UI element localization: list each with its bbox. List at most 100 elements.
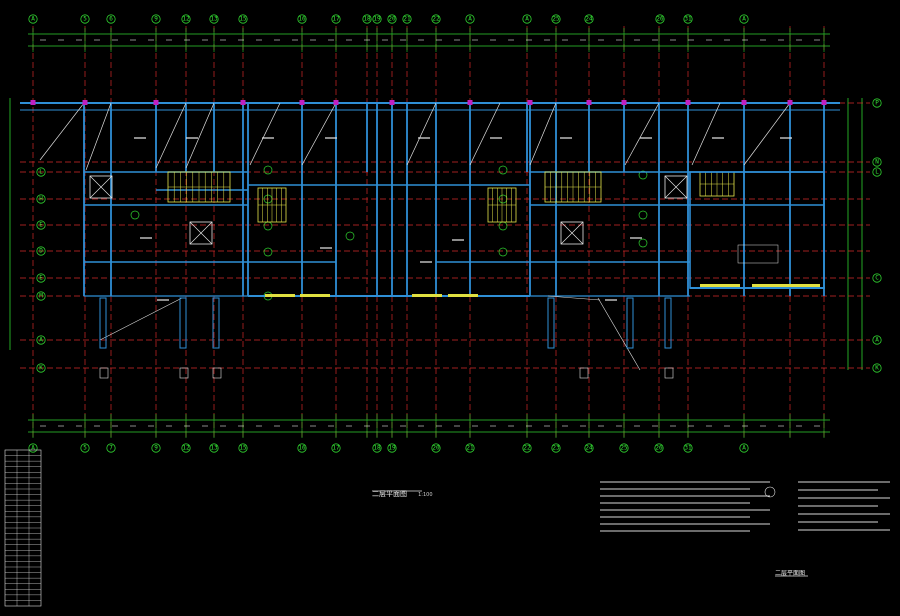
window xyxy=(265,294,295,297)
grid-bubble-left xyxy=(36,167,46,177)
grid-label-bottom: 21 xyxy=(466,445,474,452)
grid-bubble-top xyxy=(331,14,341,24)
grid-label-bottom: 26 xyxy=(655,445,663,452)
grid-label-bottom: 13 xyxy=(210,445,218,452)
grid-label-top: 17 xyxy=(332,16,340,23)
grid-bubble-bottom xyxy=(80,443,90,453)
column xyxy=(299,100,305,105)
grid-label-top: 20 xyxy=(388,16,396,23)
grid-label-bottom: 19 xyxy=(388,445,396,452)
column xyxy=(787,100,793,105)
grid-bubble-top xyxy=(683,14,693,24)
drain-symbol xyxy=(664,367,674,379)
right-unit-frame xyxy=(689,171,825,289)
grid-label-right: L xyxy=(875,169,879,176)
grid-bubble-left xyxy=(36,220,46,230)
grid-bubble-top xyxy=(209,14,219,24)
window xyxy=(790,284,820,287)
grid-bubble-bottom xyxy=(584,443,594,453)
column xyxy=(621,100,627,105)
grid-bubble-interior xyxy=(498,247,508,257)
grid-label-top: 22 xyxy=(432,16,440,23)
drain-symbol xyxy=(179,367,189,379)
grid-bubble-left xyxy=(36,273,46,283)
grid-bubble-interior xyxy=(130,210,140,220)
grid-label-right: A xyxy=(875,337,879,344)
elevator-right-top xyxy=(664,175,688,199)
bay-window-line xyxy=(691,102,721,166)
grid-label-top: 31 xyxy=(684,16,692,23)
grid-label-left: E xyxy=(39,275,43,282)
column xyxy=(153,100,159,105)
elevator-right-x2 xyxy=(560,221,584,245)
elevator-right-top-x2 xyxy=(664,175,688,199)
grid-bubble-bottom xyxy=(387,443,397,453)
grid-label-bottom: 23 xyxy=(552,445,560,452)
grid-bubble-left xyxy=(36,335,46,345)
grid-bubble-top xyxy=(465,14,475,24)
grid-bubble-interior xyxy=(498,221,508,231)
window xyxy=(412,294,442,297)
grid-label-top: 19 xyxy=(373,16,381,23)
elevator-left-top xyxy=(89,175,113,199)
grid-bubble-left xyxy=(36,291,46,301)
grid-bubble-bottom xyxy=(372,443,382,453)
elevator-right xyxy=(560,221,584,245)
window xyxy=(700,284,740,287)
elevator-left-x2 xyxy=(189,221,213,245)
grid-label-left: A xyxy=(39,337,43,344)
grid-bubble-interior xyxy=(638,170,648,180)
grid-bubble-right xyxy=(872,98,882,108)
column xyxy=(586,100,592,105)
balcony-post xyxy=(626,297,634,349)
grid-label-left: D xyxy=(39,248,43,255)
grid-label-left: M xyxy=(39,293,43,300)
grid-label-right: P xyxy=(875,100,879,107)
column xyxy=(741,100,747,105)
sheet-title: 二层平面图 xyxy=(775,570,806,577)
grid-bubble-top xyxy=(372,14,382,24)
grid-label-top: A xyxy=(31,16,35,23)
right-unit-label-box xyxy=(737,244,779,264)
grid-bubble-bottom xyxy=(238,443,248,453)
column xyxy=(389,100,395,105)
grid-label-bottom: A xyxy=(31,445,35,452)
grid-bubble-left xyxy=(36,246,46,256)
grid-bubble-top xyxy=(551,14,561,24)
grid-bubble-top xyxy=(522,14,532,24)
balcony-post xyxy=(547,297,555,349)
drawing-title-block: 二层平面图 1:100 xyxy=(372,481,433,500)
column xyxy=(527,100,533,105)
grid-bubble-top xyxy=(655,14,665,24)
column xyxy=(467,100,473,105)
grid-bubble-bottom xyxy=(465,443,475,453)
elevator-left xyxy=(189,221,213,245)
grid-label-bottom: 17 xyxy=(332,445,340,452)
balcony-post xyxy=(664,297,672,349)
balcony-post xyxy=(179,297,187,349)
grid-bubble-interior xyxy=(263,221,273,231)
grid-label-bottom: 31 xyxy=(684,445,692,452)
grid-label-top: 16 xyxy=(298,16,306,23)
grid-label-top: 5 xyxy=(83,16,87,23)
grid-bubble-bottom xyxy=(181,443,191,453)
grid-bubble-right xyxy=(872,157,882,167)
drain-symbol xyxy=(212,367,222,379)
bay-window-line xyxy=(529,102,557,166)
grid-bubble-top xyxy=(362,14,372,24)
grid-label-bottom: 9 xyxy=(154,445,158,452)
drawing-scale: 1:100 xyxy=(418,492,433,498)
grid-label-top: 15 xyxy=(239,16,247,23)
noop xyxy=(0,0,172,172)
grid-bubble-top xyxy=(297,14,307,24)
grid-label-right: C xyxy=(875,275,879,282)
grid-label-top: 21 xyxy=(403,16,411,23)
grid-label-top: 24 xyxy=(585,16,593,23)
bay-window-line xyxy=(301,102,337,166)
grid-bubble-right xyxy=(872,363,882,373)
grid-bubble-interior xyxy=(638,210,648,220)
drain-symbol xyxy=(579,367,589,379)
bay-window-line xyxy=(155,102,187,169)
grid-bubble-interior xyxy=(498,165,508,175)
